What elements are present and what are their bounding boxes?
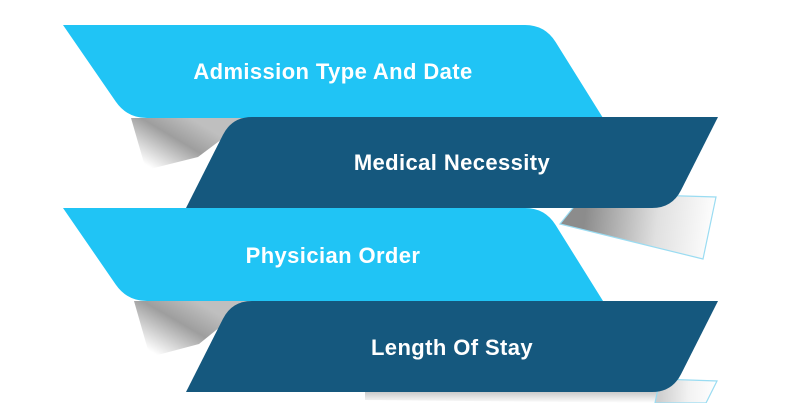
paper-fold-3-icon xyxy=(134,301,252,357)
ribbon-1-shape xyxy=(63,25,603,118)
ribbon-1-label: Admission Type And Date xyxy=(193,59,472,84)
ribbon-3-label: Physician Order xyxy=(246,243,421,268)
ribbon-4-label: Length Of Stay xyxy=(371,335,533,360)
ribbon-3-shape xyxy=(63,208,603,301)
paper-fold-1-icon xyxy=(131,118,250,170)
ribbon-2-label: Medical Necessity xyxy=(354,150,551,175)
ribbon-2-shape xyxy=(186,117,718,208)
ribbon-4-shape xyxy=(186,301,718,392)
